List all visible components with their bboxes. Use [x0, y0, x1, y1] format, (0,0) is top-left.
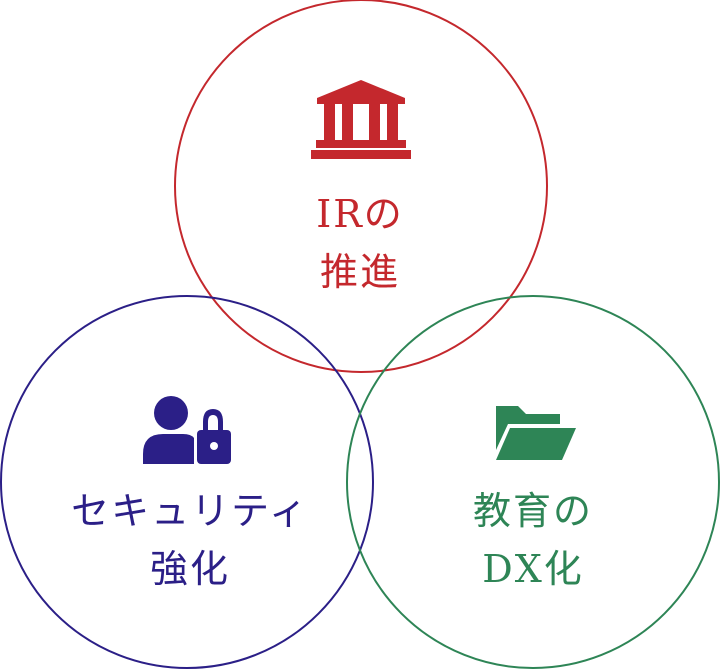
folder-open-icon [496, 406, 576, 460]
user-lock-icon [143, 396, 231, 464]
label-dx-line1: 教育の [472, 489, 593, 533]
label-security-line2: 強化 [149, 547, 230, 591]
circle-security [0, 295, 374, 669]
label-dx-line2: DX化 [482, 547, 584, 591]
label-ir-line1: IRの [316, 192, 404, 236]
label-security: セキュリティ 強化 [20, 482, 360, 598]
circle-dx [346, 295, 720, 669]
label-security-line1: セキュリティ [71, 489, 309, 533]
circle-ir [174, 0, 548, 373]
label-ir-line2: 推進 [319, 250, 400, 294]
bank-icon [311, 80, 411, 159]
label-ir: IRの 推進 [210, 185, 510, 301]
label-dx: 教育の DX化 [383, 482, 683, 598]
